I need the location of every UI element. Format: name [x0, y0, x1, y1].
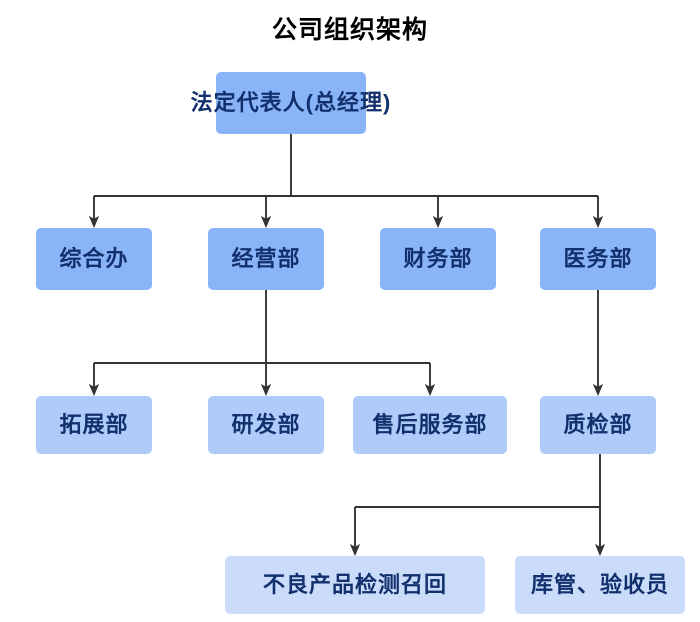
node-general-office[interactable]: 综合办 [32, 224, 156, 294]
node-after-sales-service-dept[interactable]: 售后服务部 [349, 392, 511, 458]
node-randd-dept[interactable]: 研发部 [204, 392, 328, 458]
node-quality-inspection-dept[interactable]: 质检部 [536, 392, 660, 458]
node-medical-affairs-dept[interactable]: 医务部 [536, 224, 660, 294]
node-finance-dept[interactable]: 财务部 [376, 224, 500, 294]
page-title: 公司组织架构 [271, 16, 428, 44]
node-defective-product-recall[interactable]: 不良产品检测召回 [221, 552, 489, 618]
node-warehouse-inspector[interactable]: 库管、验收员 [511, 552, 689, 618]
node-legal-representative[interactable]: 法定代表人(总经理) [191, 68, 390, 138]
node-operations-dept[interactable]: 经营部 [204, 224, 328, 294]
node-development-dept[interactable]: 拓展部 [32, 392, 156, 458]
